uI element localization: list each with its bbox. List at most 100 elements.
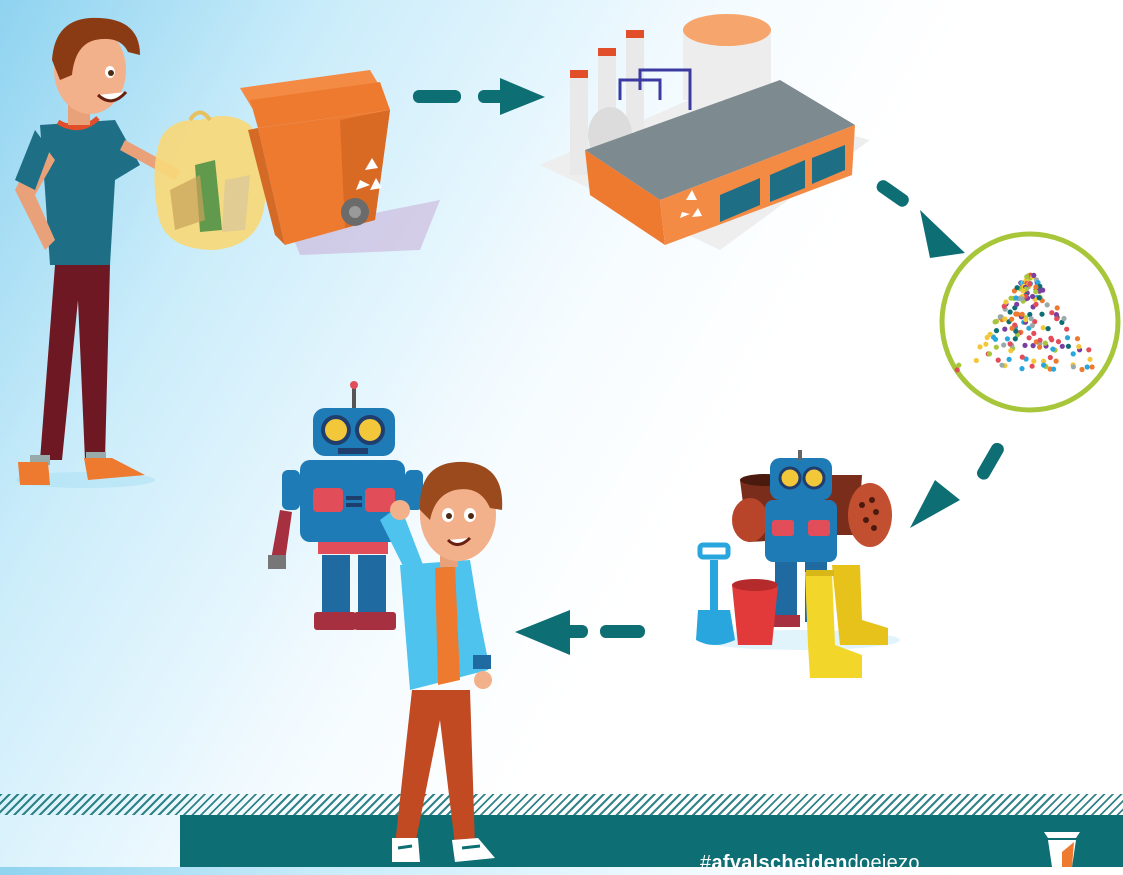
pellet <box>1059 319 1065 325</box>
pellet <box>992 336 999 342</box>
pellet <box>1065 343 1071 349</box>
pellet <box>1033 284 1039 290</box>
orange-bin <box>240 70 440 255</box>
pellet <box>1086 347 1092 353</box>
pellet <box>1030 343 1036 349</box>
boy-figure <box>380 461 503 862</box>
pellet <box>1009 316 1015 322</box>
pellet <box>1001 342 1007 348</box>
large-toy-robot <box>268 381 423 630</box>
pellet <box>1004 336 1011 342</box>
pellet <box>1033 301 1039 307</box>
pellet <box>1044 302 1050 308</box>
pellet <box>1014 285 1020 291</box>
pellet <box>983 341 989 347</box>
pellet <box>1037 344 1043 350</box>
pellet <box>1029 363 1035 369</box>
pellet <box>1076 344 1082 350</box>
pellet <box>956 362 962 368</box>
logo-icon <box>1044 832 1080 867</box>
pellet <box>1024 274 1030 280</box>
pellet <box>1031 330 1037 336</box>
pellet <box>1003 299 1009 305</box>
recycled-products <box>696 450 900 678</box>
pellet <box>1031 272 1037 278</box>
pellet <box>1036 295 1042 301</box>
pellet <box>1026 335 1032 341</box>
pellet <box>1028 316 1034 322</box>
hatched-band <box>0 794 1123 815</box>
pellet <box>1023 317 1029 323</box>
pellet <box>977 344 983 350</box>
man-figure <box>15 17 180 488</box>
pellet <box>1079 366 1085 373</box>
pellet <box>1084 364 1090 370</box>
pellet <box>1019 354 1025 360</box>
pellet <box>1059 343 1065 349</box>
recycle-icon <box>356 158 382 190</box>
pellet <box>1070 351 1076 357</box>
pellet <box>1008 348 1014 354</box>
pellet <box>993 318 1000 324</box>
pellet <box>987 331 993 337</box>
pellet <box>1045 326 1051 332</box>
footer-bar <box>180 815 1123 867</box>
pellet <box>1020 288 1026 294</box>
pellet <box>1012 336 1018 342</box>
factory <box>540 14 870 250</box>
pellet <box>986 351 993 357</box>
pellet <box>1013 295 1019 301</box>
pellet <box>1037 283 1043 289</box>
pellets-circle <box>939 231 1121 413</box>
pellet <box>993 328 1000 334</box>
pellet <box>1053 312 1059 318</box>
pellet <box>1002 326 1008 332</box>
pellet <box>1040 325 1046 331</box>
pellet <box>999 362 1005 368</box>
pellet <box>1009 325 1015 331</box>
trash-bag <box>154 110 266 250</box>
arrow-bin-to-factory <box>413 78 545 115</box>
pellet <box>1033 289 1039 295</box>
pellet <box>1049 310 1055 316</box>
pellet <box>1019 296 1025 302</box>
pellet <box>1041 362 1047 368</box>
pellet <box>1027 281 1033 287</box>
pellet <box>1013 328 1019 334</box>
pellet <box>954 367 960 373</box>
pellet <box>1019 311 1025 317</box>
arrow-products-to-boy <box>515 610 645 655</box>
pellet <box>1074 336 1081 342</box>
pellet <box>1029 323 1035 329</box>
hashtag-symbol: # <box>700 852 712 874</box>
pellet <box>1089 364 1095 370</box>
pellet <box>1001 303 1007 309</box>
pellet <box>1064 335 1071 341</box>
pellet <box>995 357 1001 363</box>
pellet <box>1070 364 1076 370</box>
pellet <box>1041 358 1047 364</box>
pellet <box>1064 326 1070 332</box>
pellet <box>1019 366 1025 372</box>
pellet <box>1051 366 1057 372</box>
pellet <box>1022 342 1028 348</box>
pellet <box>1030 293 1036 300</box>
pellet <box>1014 301 1020 307</box>
arrow-factory-to-pellets <box>876 180 965 258</box>
pellet <box>1007 341 1013 347</box>
pellet <box>1055 339 1062 345</box>
pellet <box>1048 335 1054 341</box>
pellet <box>1042 340 1048 346</box>
pellet <box>1027 311 1033 318</box>
pellet <box>1087 356 1093 362</box>
pellet <box>1047 354 1053 361</box>
pellet <box>993 344 999 350</box>
pellet <box>997 314 1003 320</box>
pellet <box>1031 358 1037 364</box>
pellet <box>1037 337 1043 343</box>
pellet <box>1032 319 1038 325</box>
pellet <box>1053 358 1059 364</box>
pellet <box>1054 305 1060 311</box>
pellet <box>1039 311 1045 317</box>
pellet <box>1002 316 1008 322</box>
